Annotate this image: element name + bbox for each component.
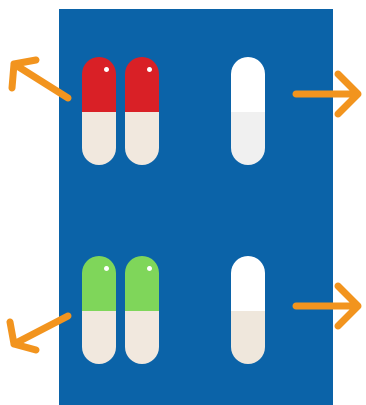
red-capsule-icon xyxy=(125,57,159,165)
green-capsule-icon xyxy=(125,256,159,364)
arrow-right-icon xyxy=(292,282,362,330)
arrow-right-icon xyxy=(292,70,362,118)
green-capsule-icon xyxy=(82,256,116,364)
white-capsule-icon xyxy=(231,57,265,165)
arrow-up-left-icon xyxy=(8,56,72,102)
blue-panel xyxy=(59,9,333,405)
arrow-down-left-icon xyxy=(6,312,72,354)
red-capsule-icon xyxy=(82,57,116,165)
white-capsule-icon xyxy=(231,256,265,364)
